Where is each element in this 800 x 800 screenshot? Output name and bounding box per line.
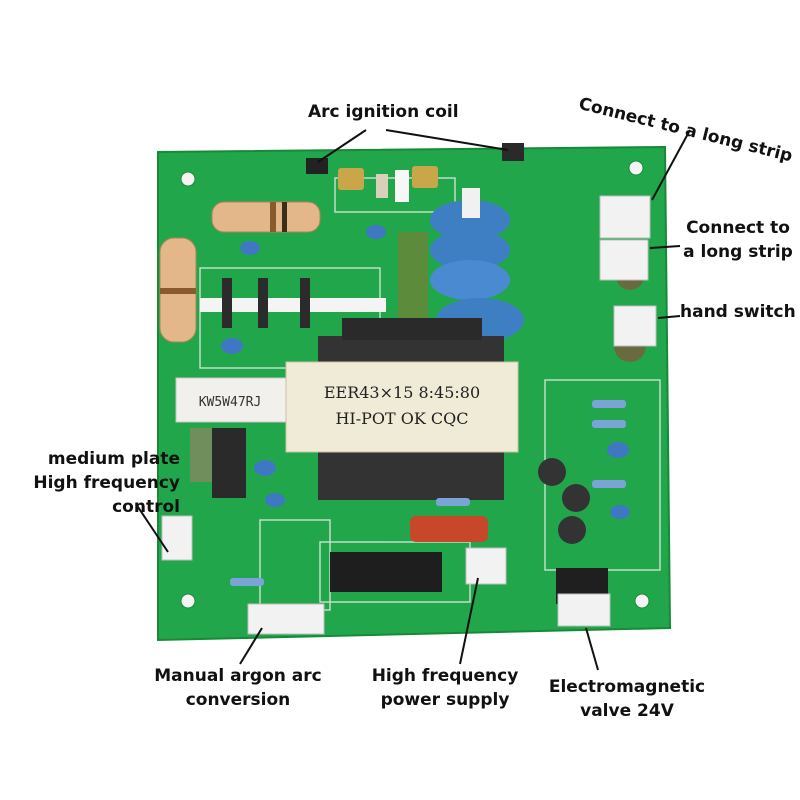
- connector-hf-power: [465, 547, 507, 585]
- mounting-hole: [628, 160, 644, 176]
- transformer-text-line1: EER43×15 8:45:80: [324, 383, 480, 402]
- label-arc-ignition-coil: Arc ignition coil: [308, 102, 459, 122]
- connector-manual-argon: [247, 603, 325, 635]
- label-line: control: [112, 497, 180, 517]
- connector-hand-switch: [613, 305, 657, 347]
- label-electromagnetic-valve: Electromagnetic valve 24V: [546, 675, 708, 723]
- label-line: medium plate: [47, 449, 180, 469]
- transformer-label: [285, 361, 519, 453]
- label-line: High frequency: [371, 666, 519, 686]
- arc-ignition-connector-right: [502, 143, 524, 161]
- spark-gap-assembly: [338, 166, 438, 202]
- label-connect-long-strip-side: Connect to a long strip: [682, 216, 794, 264]
- transformer-text-line2: HI-POT OK CQC: [335, 409, 468, 428]
- mounting-hole: [180, 593, 196, 609]
- label-high-frequency-power: High frequency power supply: [368, 664, 522, 712]
- label-line: Connect to: [686, 218, 790, 238]
- connector-medium-plate: [161, 515, 193, 561]
- label-line: Electromagnetic: [548, 677, 706, 697]
- mounting-hole: [180, 171, 196, 187]
- label-line: Manual argon arc: [154, 666, 322, 686]
- power-resistor-horizontal: [211, 201, 321, 233]
- label-line: power supply: [380, 690, 510, 710]
- label-hand-switch: hand switch: [680, 302, 796, 322]
- connector-valve: [557, 593, 611, 627]
- relay-block: [330, 552, 442, 592]
- kw5w47rj-resistor: [175, 377, 287, 423]
- arc-ignition-connector-left: [306, 158, 328, 174]
- mounting-hole: [634, 593, 650, 609]
- label-line: conversion: [185, 690, 291, 710]
- label-line: valve 24V: [580, 701, 674, 721]
- connector-top-strip: [599, 195, 651, 239]
- label-line: High frequency: [33, 473, 180, 493]
- kw5w47rj-text: KW5W47RJ: [199, 395, 262, 410]
- connector-side-strip: [599, 239, 649, 281]
- red-capacitor: [410, 516, 488, 542]
- label-line: a long strip: [683, 242, 793, 262]
- label-manual-argon-arc: Manual argon arc conversion: [150, 664, 326, 712]
- label-medium-plate: medium plate High frequency control: [20, 447, 180, 519]
